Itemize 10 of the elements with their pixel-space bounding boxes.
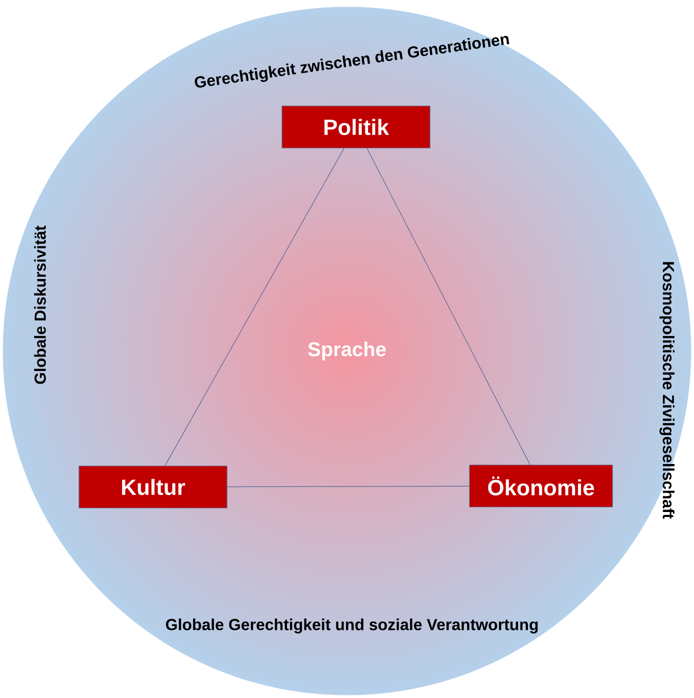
arc-label: Globale Gerechtigkeit und soziale Verantwortung	[166, 618, 538, 634]
connector-line	[366, 148, 530, 465]
concept-box: Kultur	[78, 466, 228, 508]
concept-box: Ökonomie	[469, 464, 613, 508]
arc-label: Gerechtigkeit zwischen den Generationen	[194, 36, 510, 88]
concept-box: Politik	[282, 106, 430, 148]
connector-line	[164, 148, 344, 466]
connector-line	[227, 486, 470, 488]
arc-label: Kosmopolitische Zivilgesellschaft	[660, 262, 674, 519]
arc-label: Globale Diskursivität	[34, 226, 46, 384]
